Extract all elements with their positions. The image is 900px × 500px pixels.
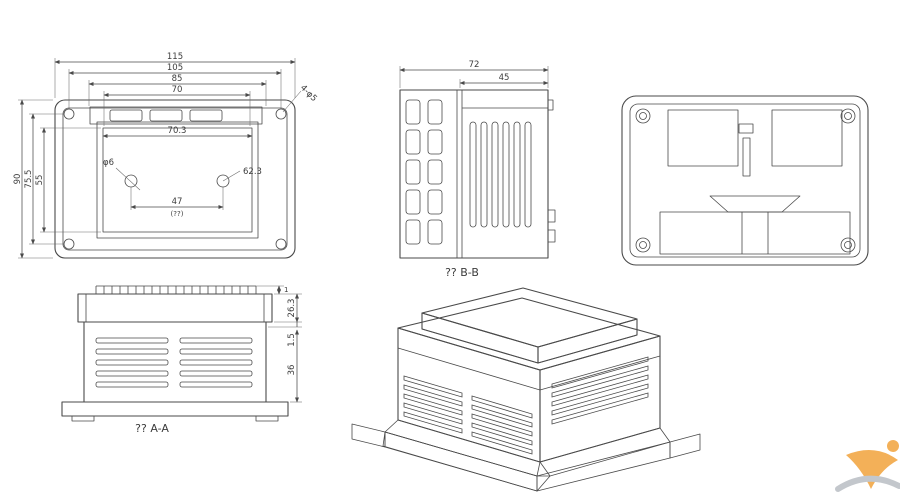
dim-70: 70 [172, 85, 183, 95]
dim-47-note: (??) [171, 210, 184, 218]
view-top-plan: 115 105 85 70 70.3 47 (??) φ6 62.3 4-φ5 … [13, 52, 319, 259]
dim-45: 45 [499, 73, 510, 83]
view-section-aa: 1 26.3 1.5 36 ?? A-A [61, 285, 302, 435]
dim-85: 85 [172, 74, 183, 84]
dim-90: 90 [13, 174, 23, 185]
dim-72: 72 [469, 60, 480, 70]
dim-1: 1 [284, 286, 288, 294]
view-isometric [351, 287, 701, 492]
view-section-bb: 72 45 ?? B-B [399, 60, 556, 279]
dim-70-3: 70.3 [168, 126, 187, 136]
watermark-logo [835, 440, 900, 492]
corner-hole [63, 108, 75, 120]
dim-62-3: 62.3 [243, 167, 262, 177]
dim-1-5: 1.5 [287, 333, 297, 347]
view-bottom [621, 95, 869, 266]
dim-26-3: 26.3 [287, 299, 297, 318]
dim-55: 55 [35, 175, 45, 186]
dim-36: 36 [287, 365, 297, 376]
dim-holes-callout: 4-φ5 [298, 83, 319, 104]
mount-hole [124, 174, 138, 188]
dim-105: 105 [167, 63, 183, 73]
corner-hole [63, 238, 75, 250]
section-bb-label: ?? B-B [445, 266, 479, 279]
dim-phi6: φ6 [103, 158, 114, 168]
dim-115: 115 [167, 52, 183, 62]
dim-75-5: 75.5 [24, 170, 34, 189]
dim-47: 47 [172, 197, 183, 207]
corner-hole [275, 238, 287, 250]
section-aa-label: ?? A-A [135, 422, 169, 435]
